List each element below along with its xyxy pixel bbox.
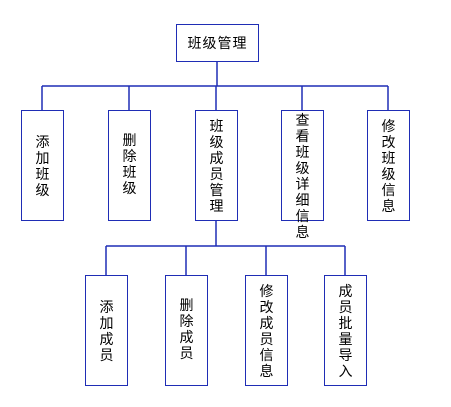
node-view-class-details-label: 查看班级详细信息 <box>295 113 310 241</box>
node-class-member-management: 班级成员管理 <box>195 110 238 221</box>
node-delete-class-label: 删除班级 <box>122 133 137 197</box>
node-delete-member: 删除成员 <box>165 275 208 386</box>
node-modify-member-info-label: 修改成员信息 <box>259 284 274 380</box>
node-modify-member-info: 修改成员信息 <box>245 275 288 386</box>
node-add-class-label: 添加班级 <box>35 135 50 199</box>
root-node-label: 班级管理 <box>187 36 248 52</box>
node-add-member-label: 添加成员 <box>99 300 114 364</box>
node-add-class: 添加班级 <box>21 110 64 221</box>
node-modify-class-info-label: 修改班级信息 <box>381 119 396 215</box>
root-node: 班级管理 <box>176 24 259 62</box>
node-delete-member-label: 删除成员 <box>179 298 194 362</box>
node-class-member-management-label: 班级成员管理 <box>209 119 224 215</box>
node-bulk-import-members: 成员批量导入 <box>324 275 367 386</box>
node-modify-class-info: 修改班级信息 <box>367 110 410 221</box>
node-view-class-details: 查看班级详细信息 <box>281 110 324 241</box>
node-add-member: 添加成员 <box>85 275 128 386</box>
node-bulk-import-members-label: 成员批量导入 <box>338 284 353 380</box>
node-delete-class: 删除班级 <box>108 110 151 221</box>
